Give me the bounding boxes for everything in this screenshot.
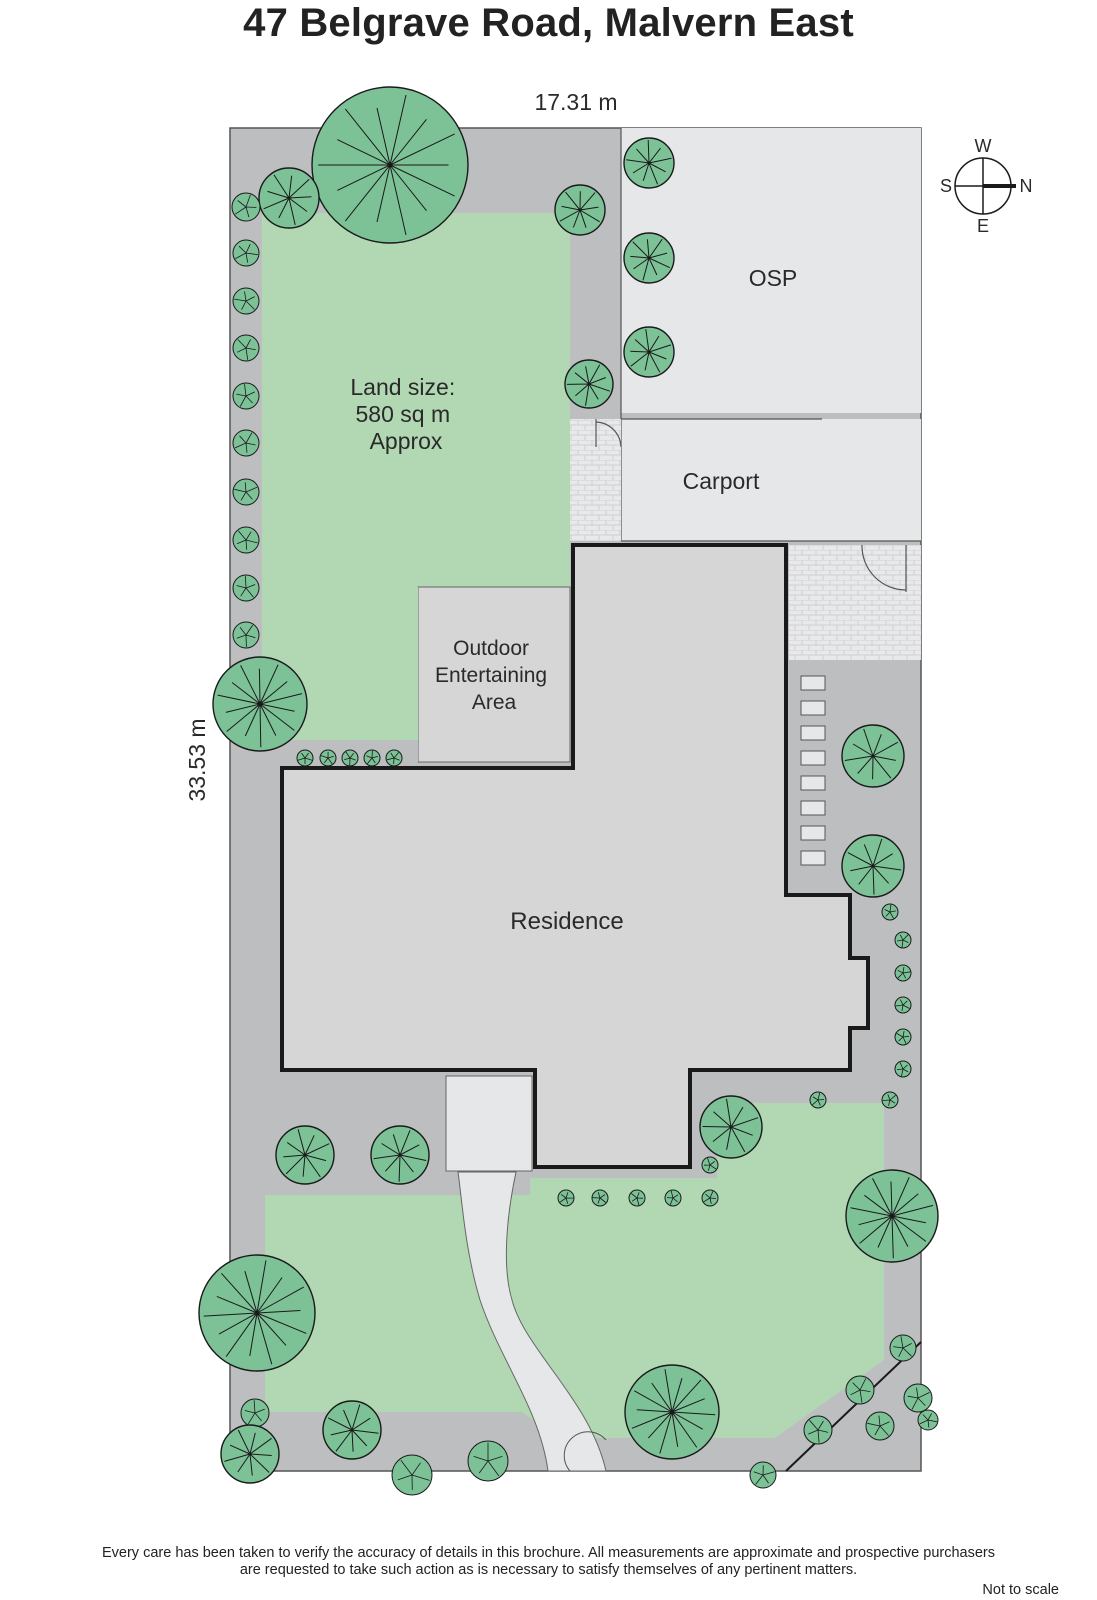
brick-paving-east [789,545,921,660]
tree-icon [212,656,308,752]
tree-icon [391,1454,433,1496]
tree-icon [881,903,899,921]
tree-icon [232,621,260,649]
residence-footprint [280,543,870,1169]
tree-icon [564,359,614,409]
corner-splay [785,1341,922,1472]
tree-icon [623,137,675,189]
lawn-south [265,1103,884,1438]
tree-icon [894,996,912,1014]
front-gate-arc [563,1431,607,1472]
tree-icon [467,1440,509,1482]
outdoor-label-line-3: Area [472,691,517,714]
carport-label: Carport [683,468,760,494]
tree-icon [275,1125,335,1185]
tree-icon [917,1409,939,1431]
tree-icon [894,964,912,982]
tree-icon [699,1095,763,1159]
tree-icon [319,749,337,767]
tree-icon [841,834,905,898]
tree-icon [749,1461,777,1489]
tree-icon [894,931,912,949]
tree-icon [232,574,260,602]
outdoor-label-line-1: Outdoor [453,637,529,660]
not-to-scale-note: Not to scale [982,1582,1059,1598]
tree-icon [220,1424,280,1484]
tree-icon [894,1060,912,1078]
tree-icon [231,192,261,222]
tree-icon [624,1364,720,1460]
tree-icon [341,749,359,767]
gate-swing-west [595,419,622,448]
compass: W E S N [940,136,1033,236]
carport-area [621,419,921,541]
tree-icon [258,167,320,229]
osp-label: OSP [749,265,798,291]
page-title: 47 Belgrave Road, Malvern East [243,1,854,45]
front-path [457,1171,607,1472]
trees-layer [198,86,939,1496]
tree-icon [232,526,260,554]
tree-icon [623,326,675,378]
residence-label: Residence [510,908,623,935]
land-size-line-3: Approx [370,428,443,454]
outdoor-entertaining-area [417,586,571,763]
tree-icon [370,1125,430,1185]
tree-icon [232,287,260,315]
tree-icon [903,1383,933,1413]
tree-icon [841,724,905,788]
land-size-label: Land size: 580 sq m Approx [350,374,461,454]
depth-dimension-label: 33.53 m [184,718,210,801]
tree-icon [701,1189,719,1207]
gate-swing-east [861,544,907,592]
compass-south-label: S [940,176,952,196]
tree-icon [322,1400,382,1460]
tree-icon [664,1189,682,1207]
tree-icon [809,1091,827,1109]
tree-icon [628,1189,646,1207]
compass-west-label: W [975,136,992,156]
tree-icon [889,1334,917,1362]
outdoor-label-line-2: Entertaining [435,664,547,687]
tree-icon [623,232,675,284]
tree-icon [845,1169,939,1263]
tree-icon [240,1398,270,1428]
tree-icon [881,1091,899,1109]
porch [445,1075,533,1172]
compass-east-label: E [977,216,989,236]
tree-icon [363,749,381,767]
tree-icon [894,1028,912,1046]
side-steps [800,675,826,866]
tree-icon [865,1411,895,1441]
land-size-line-2: 580 sq m [356,401,451,427]
tree-icon [232,239,260,267]
tree-icon [701,1156,719,1174]
tree-icon [557,1189,575,1207]
tree-icon [232,382,260,410]
land-size-line-1: Land size: [350,374,455,400]
outdoor-entertaining-label: Outdoor Entertaining Area [435,637,553,714]
tree-icon [232,478,260,506]
tree-icon [385,749,403,767]
tree-icon [591,1189,609,1207]
compass-north-label: N [1020,176,1033,196]
tree-icon [803,1415,833,1445]
disclaimer-line-1: Every care has been taken to verify the … [101,1545,995,1561]
tree-icon [296,749,314,767]
disclaimer-line-2: are requested to take such action as is … [239,1562,858,1578]
tree-icon [845,1375,875,1405]
disclaimer: Every care has been taken to verify the … [0,1545,1097,1579]
tree-icon [311,86,469,244]
tree-icon [232,429,260,457]
width-dimension-label: 17.31 m [534,89,617,115]
tree-icon [554,184,606,236]
tree-icon [198,1254,316,1372]
tree-icon [232,334,260,362]
